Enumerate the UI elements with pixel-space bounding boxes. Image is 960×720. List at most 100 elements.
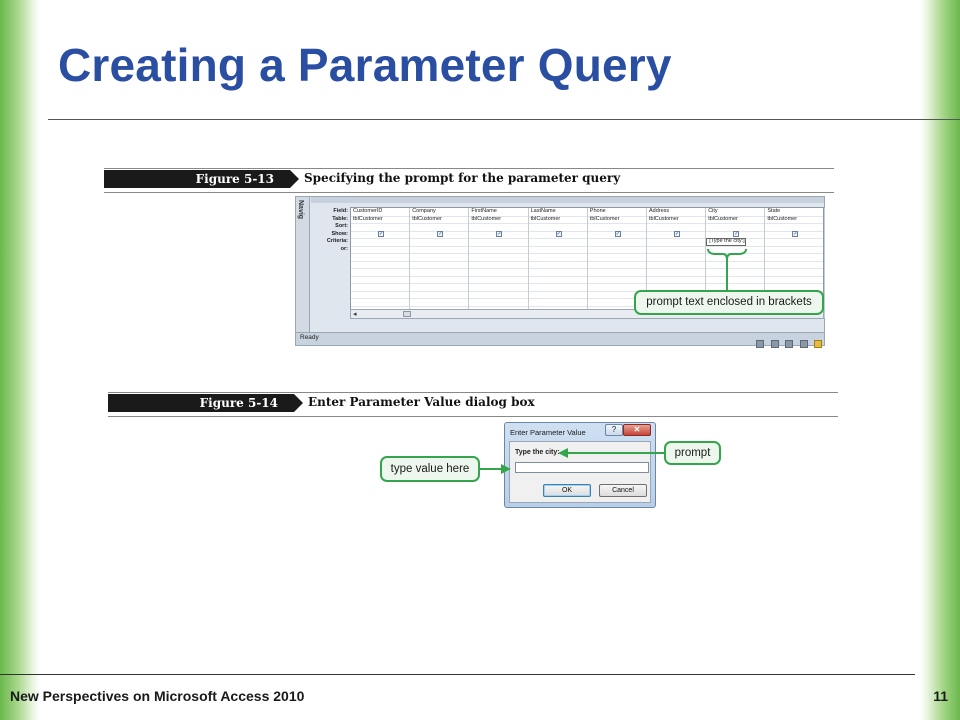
figure-2-header: Figure 5-14 Enter Parameter Value dialog…	[108, 392, 838, 417]
show-checkbox[interactable]: ✓	[733, 230, 740, 237]
criteria-cell[interactable]	[765, 238, 823, 246]
table-cell[interactable]: tblCustomer	[530, 215, 561, 222]
sort-cell[interactable]	[765, 223, 823, 231]
or-cell[interactable]	[410, 246, 468, 254]
close-button[interactable]: ✕	[623, 424, 651, 436]
field-cell[interactable]: Phone	[589, 208, 606, 214]
parameter-value-input[interactable]	[515, 462, 649, 473]
criteria-cell[interactable]	[351, 238, 409, 246]
table-cell[interactable]: tblCustomer	[353, 215, 383, 222]
value-arrow-icon	[477, 464, 511, 474]
sort-cell[interactable]	[588, 223, 646, 231]
field-cell[interactable]: City	[708, 208, 718, 214]
enter-parameter-value-dialog: Enter Parameter Value ? ✕ Type the city:…	[504, 422, 656, 508]
sort-cell[interactable]	[351, 223, 409, 231]
status-text: Ready	[300, 334, 319, 341]
pivot-table-icon[interactable]	[770, 340, 779, 348]
figure-2-top-rule	[108, 392, 838, 393]
navigation-pane-collapsed[interactable]: Navig	[296, 197, 310, 333]
ok-button[interactable]: OK	[543, 484, 591, 497]
row-label-field: Field:	[333, 208, 348, 214]
show-checkbox[interactable]: ✓	[496, 230, 503, 237]
criteria-cell[interactable]	[588, 238, 646, 246]
criteria-cell[interactable]	[529, 238, 587, 246]
show-cell: ✓	[351, 230, 409, 239]
footer-text: New Perspectives on Microsoft Access 201…	[10, 688, 305, 704]
table-cell[interactable]: tblCustomer	[649, 215, 679, 222]
figure-1-number: Figure 5-13	[104, 170, 299, 188]
table-cell[interactable]: tblCustomer	[589, 215, 620, 222]
show-cell: ✓	[529, 230, 587, 239]
table-cell[interactable]: tblCustomer	[412, 215, 442, 222]
navigation-pane-label: Navig	[297, 200, 304, 220]
show-cell: ✓	[765, 230, 823, 239]
query-pane-splitter[interactable]	[311, 197, 824, 203]
callout-connector-line	[726, 260, 728, 290]
show-checkbox[interactable]: ✓	[614, 230, 621, 237]
design-view-icon[interactable]	[814, 340, 822, 348]
field-cell[interactable]: CustomerID	[353, 208, 383, 214]
right-decorative-bar	[920, 0, 960, 720]
field-cell[interactable]: Company	[412, 208, 436, 214]
sort-cell[interactable]	[469, 223, 527, 231]
title-divider	[48, 119, 960, 120]
criteria-cell[interactable]	[410, 238, 468, 246]
show-checkbox[interactable]: ✓	[378, 230, 384, 237]
table-cell[interactable]: tblCustomer	[471, 215, 502, 222]
or-cell[interactable]	[529, 246, 587, 254]
figure-2-caption: Enter Parameter Value dialog box	[308, 395, 535, 409]
row-label-table: Table:	[332, 215, 348, 222]
or-cell[interactable]	[469, 246, 527, 254]
field-cell[interactable]: LastName	[530, 208, 556, 214]
or-cell[interactable]	[588, 246, 646, 254]
callout-type-value: type value here	[380, 456, 480, 482]
help-button[interactable]: ?	[605, 424, 623, 436]
scroll-thumb[interactable]	[403, 311, 411, 317]
datasheet-view-icon[interactable]	[756, 340, 765, 348]
sort-cell[interactable]	[529, 223, 587, 231]
figure-2-number: Figure 5-14	[108, 394, 303, 412]
pivot-chart-icon[interactable]	[785, 340, 794, 348]
field-cell[interactable]: FirstName	[471, 208, 497, 214]
criteria-cell[interactable]: [Type the city:]	[706, 238, 747, 246]
cancel-button[interactable]: Cancel	[599, 484, 647, 497]
show-checkbox[interactable]: ✓	[555, 230, 562, 237]
sort-cell[interactable]	[706, 223, 764, 231]
or-cell[interactable]	[351, 246, 409, 254]
criteria-cell[interactable]	[469, 238, 527, 246]
prompt-arrow-icon	[558, 448, 668, 458]
view-switcher	[754, 335, 822, 353]
table-cell[interactable]: tblCustomer	[767, 215, 798, 222]
left-decorative-bar	[0, 0, 40, 720]
field-cell[interactable]: Address	[649, 208, 670, 214]
sort-cell[interactable]	[647, 223, 705, 231]
criteria-cell[interactable]	[647, 238, 705, 246]
show-checkbox[interactable]: ✓	[437, 230, 444, 237]
show-cell: ✓	[647, 230, 705, 239]
page-number: 11	[933, 688, 948, 704]
show-checkbox[interactable]: ✓	[674, 230, 680, 237]
sql-view-icon[interactable]	[799, 340, 808, 348]
show-checkbox[interactable]: ✓	[792, 230, 799, 237]
status-bar: Ready	[296, 332, 824, 348]
prompt-label: Type the city:	[515, 449, 560, 456]
horizontal-scrollbar[interactable]: ◂	[350, 309, 824, 319]
table-cell[interactable]: tblCustomer	[708, 215, 738, 222]
or-cell[interactable]	[765, 246, 823, 254]
or-cell[interactable]	[647, 246, 705, 254]
callout-prompt: prompt	[664, 441, 721, 465]
scroll-left-icon[interactable]: ◂	[353, 311, 357, 318]
field-cell[interactable]: State	[767, 208, 781, 214]
row-label-criteria: Criteria:	[326, 238, 348, 244]
show-cell: ✓	[469, 230, 527, 239]
sort-cell[interactable]	[410, 223, 468, 231]
